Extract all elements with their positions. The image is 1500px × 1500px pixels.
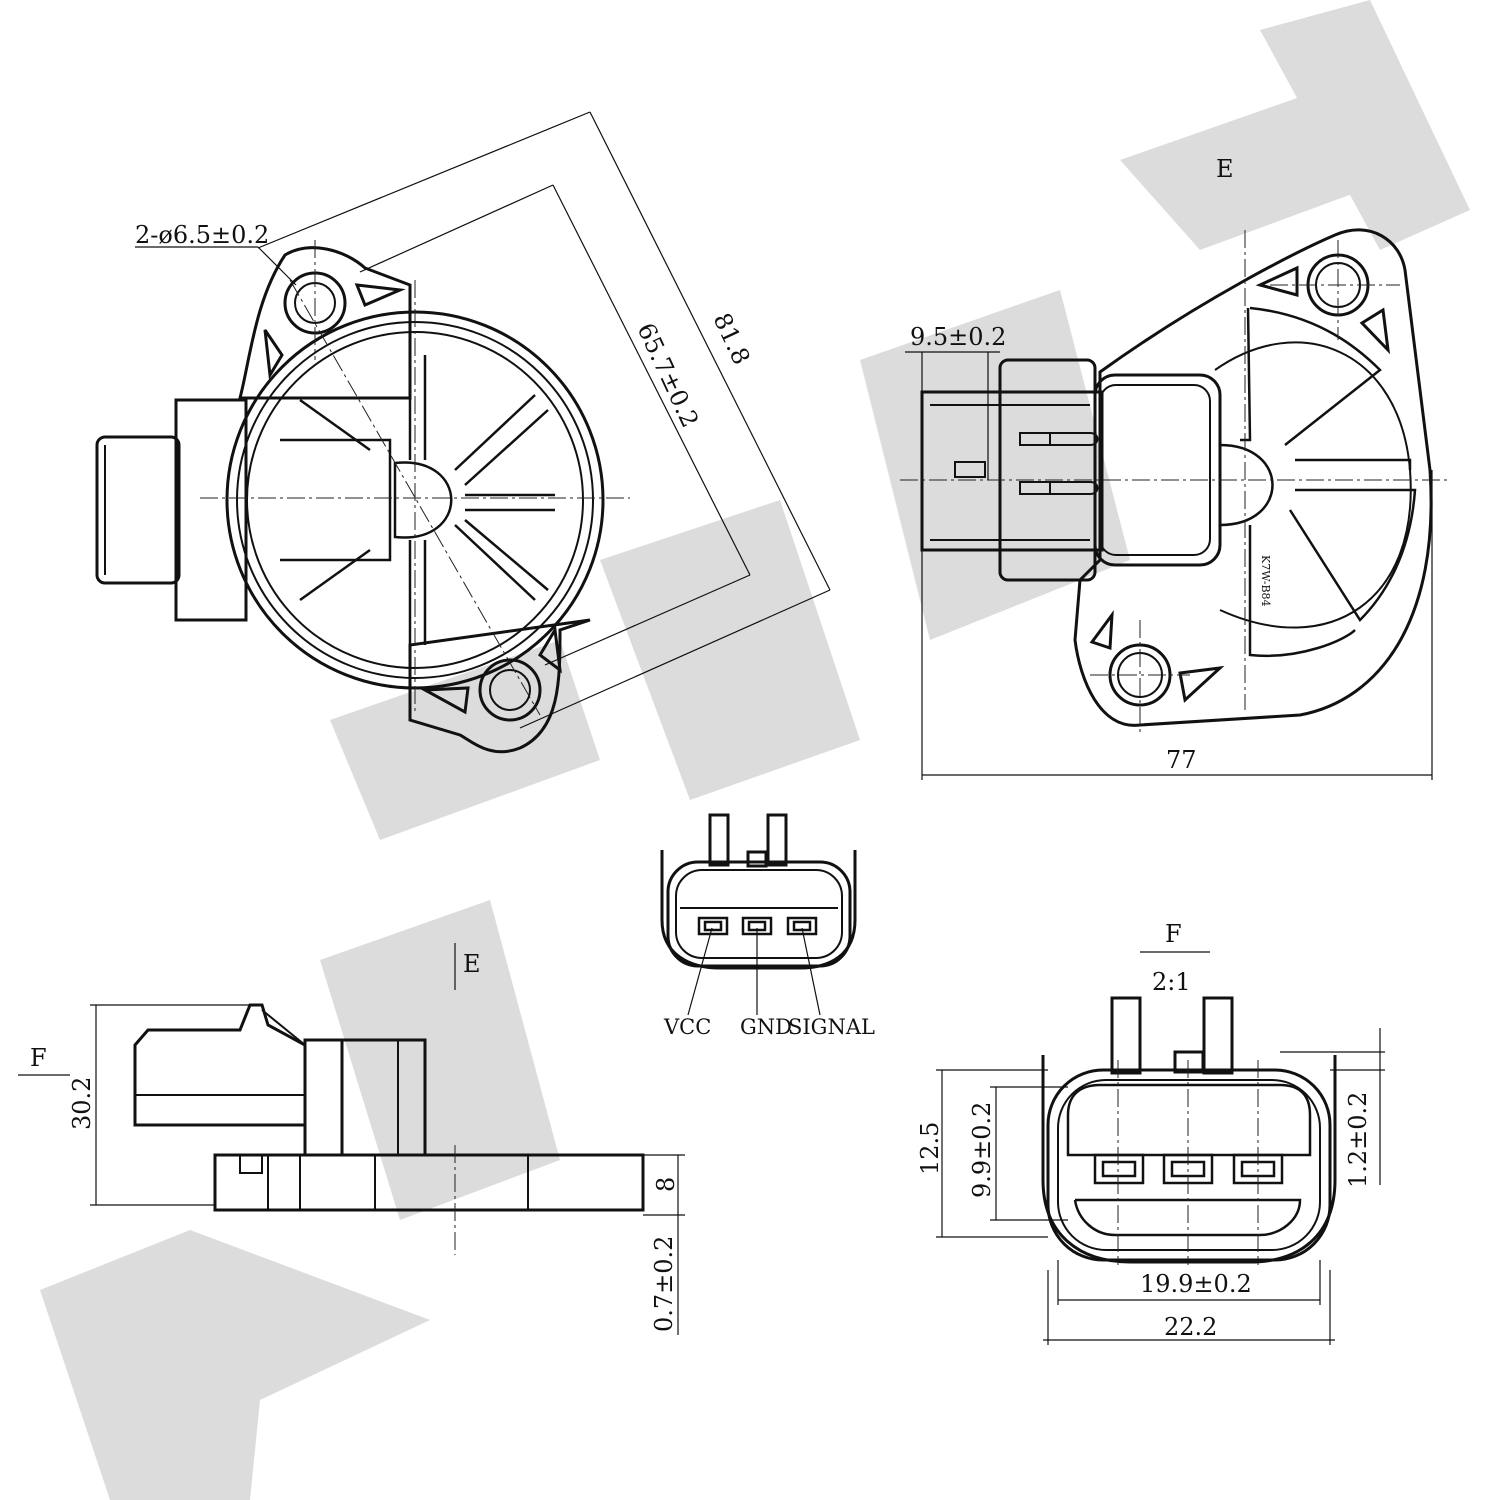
- dimension-lines-top-left: [135, 111, 831, 729]
- watermark-logo: [40, 0, 1470, 1500]
- dim-1-2-label: 1.2±0.2: [1344, 1092, 1372, 1188]
- sensor-outline-e: [1073, 228, 1433, 727]
- connector-housing: [174, 398, 248, 622]
- view-label-e-arrow: E: [463, 950, 481, 978]
- dimension-lines-e: [905, 351, 1433, 780]
- dim-12-5-label: 12.5: [916, 1122, 944, 1175]
- rotor-segments-e: [1219, 306, 1417, 658]
- dim-width-label: 77: [1166, 746, 1197, 774]
- dimension-lines-side: [18, 943, 685, 1335]
- hole-spec-label: 2-ø6.5±0.2: [135, 221, 269, 249]
- sensor-flange-outline: [238, 246, 412, 400]
- pin-label-gnd: GND: [740, 1015, 792, 1039]
- connector-pinout: VCC GND SIGNAL: [660, 813, 875, 1039]
- dim-height-label: 30.2: [68, 1077, 96, 1130]
- dim-9-9-label: 9.9±0.2: [968, 1102, 996, 1198]
- pin-label-vcc: VCC: [663, 1015, 711, 1039]
- dim-flange-label: 8: [652, 1177, 680, 1192]
- rotor-hub: [393, 461, 453, 539]
- pin-terminals: [697, 916, 818, 936]
- connector-plug: [95, 435, 181, 585]
- view-label-e: E: [1216, 155, 1234, 183]
- side-view: F E 30.2 8 0.7±0.2: [18, 943, 685, 1335]
- dim-22-2-label: 22.2: [1164, 1313, 1217, 1341]
- mount-hole-bottom: [478, 658, 542, 722]
- dim-offset-label: 0.7±0.2: [650, 1236, 678, 1332]
- detail-f-view: F 2:1 12.5 9.9±0.2 1.2±0.2 19.9±0.2 22.2: [916, 920, 1385, 1345]
- dim-hole-spacing-label: 65.7±0.2: [632, 319, 705, 432]
- detail-label-f: F: [1165, 920, 1182, 948]
- dim-connector-label: 9.5±0.2: [910, 323, 1006, 351]
- pin-label-signal: SIGNAL: [788, 1015, 875, 1039]
- detail-scale: 2:1: [1152, 968, 1191, 996]
- rotor-spokes: [299, 355, 555, 645]
- dim-19-9-label: 19.9±0.2: [1140, 1270, 1252, 1298]
- svg-text:K7W-B84: K7W-B84: [1259, 555, 1272, 607]
- top-right-view: K7W-B84 E 9.5±0.2 77: [900, 155, 1450, 780]
- view-label-f: F: [30, 1044, 47, 1072]
- dimension-lines-detail: [936, 951, 1385, 1345]
